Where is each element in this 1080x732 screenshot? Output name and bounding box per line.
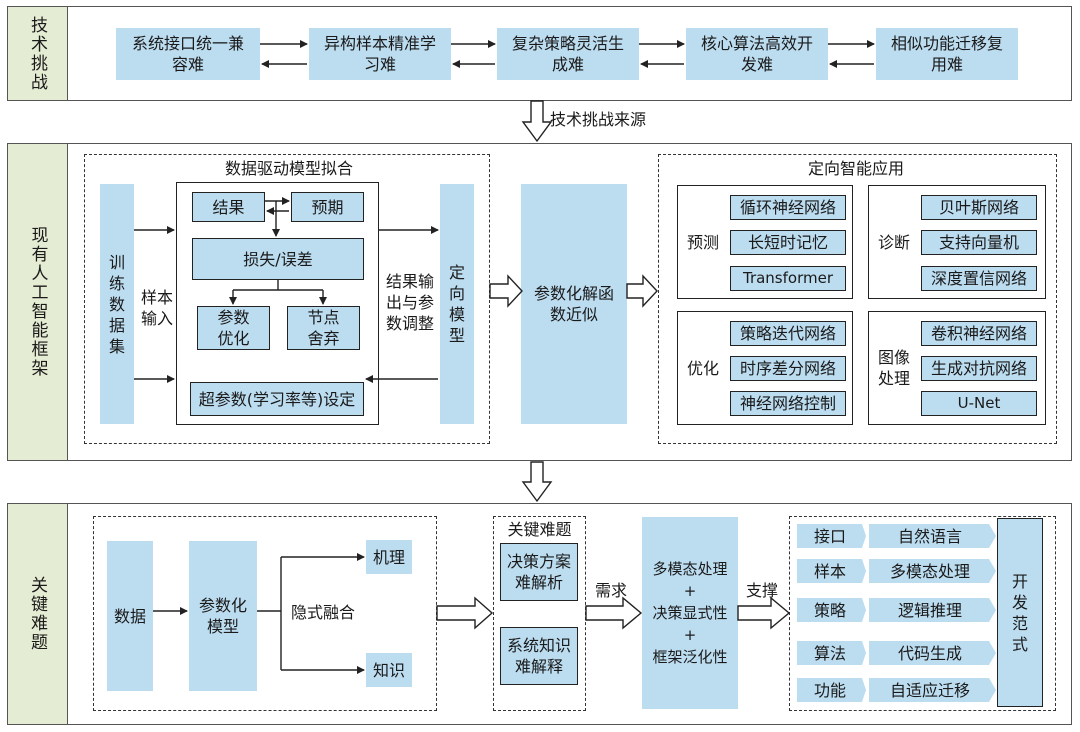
key-problems-side-label: 关键难题 bbox=[8, 504, 68, 724]
paradigm-value-adaptive-transfer: 自适应迁移 bbox=[889, 680, 970, 700]
app-item-dbn: 深度置信网络 bbox=[921, 266, 1037, 291]
sample-input-label: 样本输入 bbox=[140, 288, 173, 328]
challenge-box-3: 复杂策略灵活生成难 bbox=[497, 28, 639, 80]
framework-general-text: 框架泛化性 bbox=[652, 648, 728, 666]
targeted-model-box: 定向模型 bbox=[440, 184, 474, 424]
paradigm-value-multimodal: 多模态处理 bbox=[889, 561, 970, 581]
support-label: 支撑 bbox=[745, 580, 778, 600]
app-group-diagnosis bbox=[868, 185, 1046, 299]
model-fitting-title: 数据驱动模型拟合 bbox=[218, 157, 360, 179]
result-box: 结果 bbox=[192, 192, 265, 222]
paradigm-key-sample: 样本 bbox=[813, 561, 846, 581]
challenge-box-2: 异构样本精准学习难 bbox=[309, 28, 451, 80]
paradigm-key-function: 功能 bbox=[813, 680, 846, 700]
loss-error-box: 损失/误差 bbox=[192, 238, 364, 280]
app-group-prediction-label: 预测 bbox=[686, 232, 719, 252]
app-group-optimization bbox=[677, 311, 853, 425]
app-item-gan: 生成对抗网络 bbox=[921, 356, 1037, 381]
app-item-lstm: 长短时记忆 bbox=[730, 230, 846, 255]
node-dropout-box: 节点舍弃 bbox=[287, 306, 360, 350]
app-item-cnn: 卷积神经网络 bbox=[921, 321, 1037, 346]
paradigm-key-algorithm: 算法 bbox=[813, 643, 846, 663]
app-item-rnn: 循环神经网络 bbox=[730, 195, 846, 220]
app-item-policy-iteration: 策略迭代网络 bbox=[730, 321, 846, 346]
app-group-optimization-label: 优化 bbox=[686, 358, 719, 378]
parameter-optimization-box: 参数优化 bbox=[197, 306, 270, 350]
result-output-label: 结果输出与参数调整 bbox=[385, 271, 434, 333]
paradigm-key-strategy: 策略 bbox=[813, 600, 846, 620]
app-item-neural-control: 神经网络控制 bbox=[730, 391, 846, 416]
app-item-td-network: 时序差分网络 bbox=[730, 356, 846, 381]
training-dataset-box: 训练数据集 bbox=[100, 184, 134, 424]
directed-apps-title: 定向智能应用 bbox=[790, 157, 922, 179]
app-group-image-label: 图像处理 bbox=[877, 348, 910, 388]
dev-paradigm-box: 开发范式 bbox=[997, 518, 1043, 707]
app-item-bayesian-network: 贝叶斯网络 bbox=[921, 195, 1037, 220]
key-problems-section bbox=[7, 503, 1072, 725]
model-fitting-group bbox=[84, 154, 490, 444]
parametric-approximation-box: 参数化解函数近似 bbox=[521, 184, 627, 424]
mechanism-box: 机理 bbox=[366, 540, 412, 574]
app-item-transformer: Transformer bbox=[730, 266, 846, 291]
app-group-diagnosis-label: 诊断 bbox=[877, 232, 910, 252]
plus-sign: + bbox=[683, 626, 697, 644]
app-group-prediction bbox=[677, 185, 853, 299]
paradigm-value-reasoning: 逻辑推理 bbox=[897, 600, 962, 620]
tech-challenge-source-label: 技术挑战来源 bbox=[550, 109, 647, 129]
dev-paradigm-group bbox=[789, 516, 1056, 711]
paradigm-value-codegen: 代码生成 bbox=[897, 643, 962, 663]
app-item-svm: 支持向量机 bbox=[921, 230, 1037, 255]
problem-decision-box: 决策方案难解析 bbox=[500, 543, 578, 601]
framework-section bbox=[7, 143, 1072, 461]
implicit-fusion-label: 隐式融合 bbox=[290, 602, 355, 622]
paradigm-value-natural-language: 自然语言 bbox=[897, 526, 962, 546]
key-problems-title: 关键难题 bbox=[507, 519, 572, 539]
challenge-box-5: 相似功能迁移复用难 bbox=[876, 28, 1018, 80]
challenge-box-4: 核心算法高效开发难 bbox=[686, 28, 828, 80]
demand-label: 需求 bbox=[594, 580, 627, 600]
hyperparameter-box: 超参数(学习率等)设定 bbox=[190, 382, 364, 416]
data-box: 数据 bbox=[107, 541, 153, 691]
decision-explicit-text: 决策显式性 bbox=[652, 604, 728, 622]
app-group-image bbox=[868, 311, 1046, 425]
plus-sign: + bbox=[683, 582, 697, 600]
requirements-box: 多模态处理 + 决策显式性 + 框架泛化性 bbox=[642, 517, 738, 709]
training-loop-frame bbox=[176, 182, 379, 425]
parametric-model-box: 参数化模型 bbox=[189, 541, 257, 691]
directed-apps-group bbox=[658, 154, 1057, 444]
paradigm-key-interface: 接口 bbox=[813, 526, 846, 546]
multimodal-text: 多模态处理 bbox=[652, 560, 728, 578]
app-item-unet: U-Net bbox=[921, 391, 1037, 416]
challenge-box-1: 系统接口统一兼容难 bbox=[116, 28, 260, 80]
tech-challenge-side-label: 技术挑战 bbox=[8, 7, 68, 100]
problem-knowledge-box: 系统知识难解释 bbox=[500, 627, 578, 685]
framework-side-label: 现有人工智能框架 bbox=[8, 144, 68, 460]
expectation-box: 预期 bbox=[291, 192, 364, 222]
knowledge-box: 知识 bbox=[366, 653, 412, 687]
